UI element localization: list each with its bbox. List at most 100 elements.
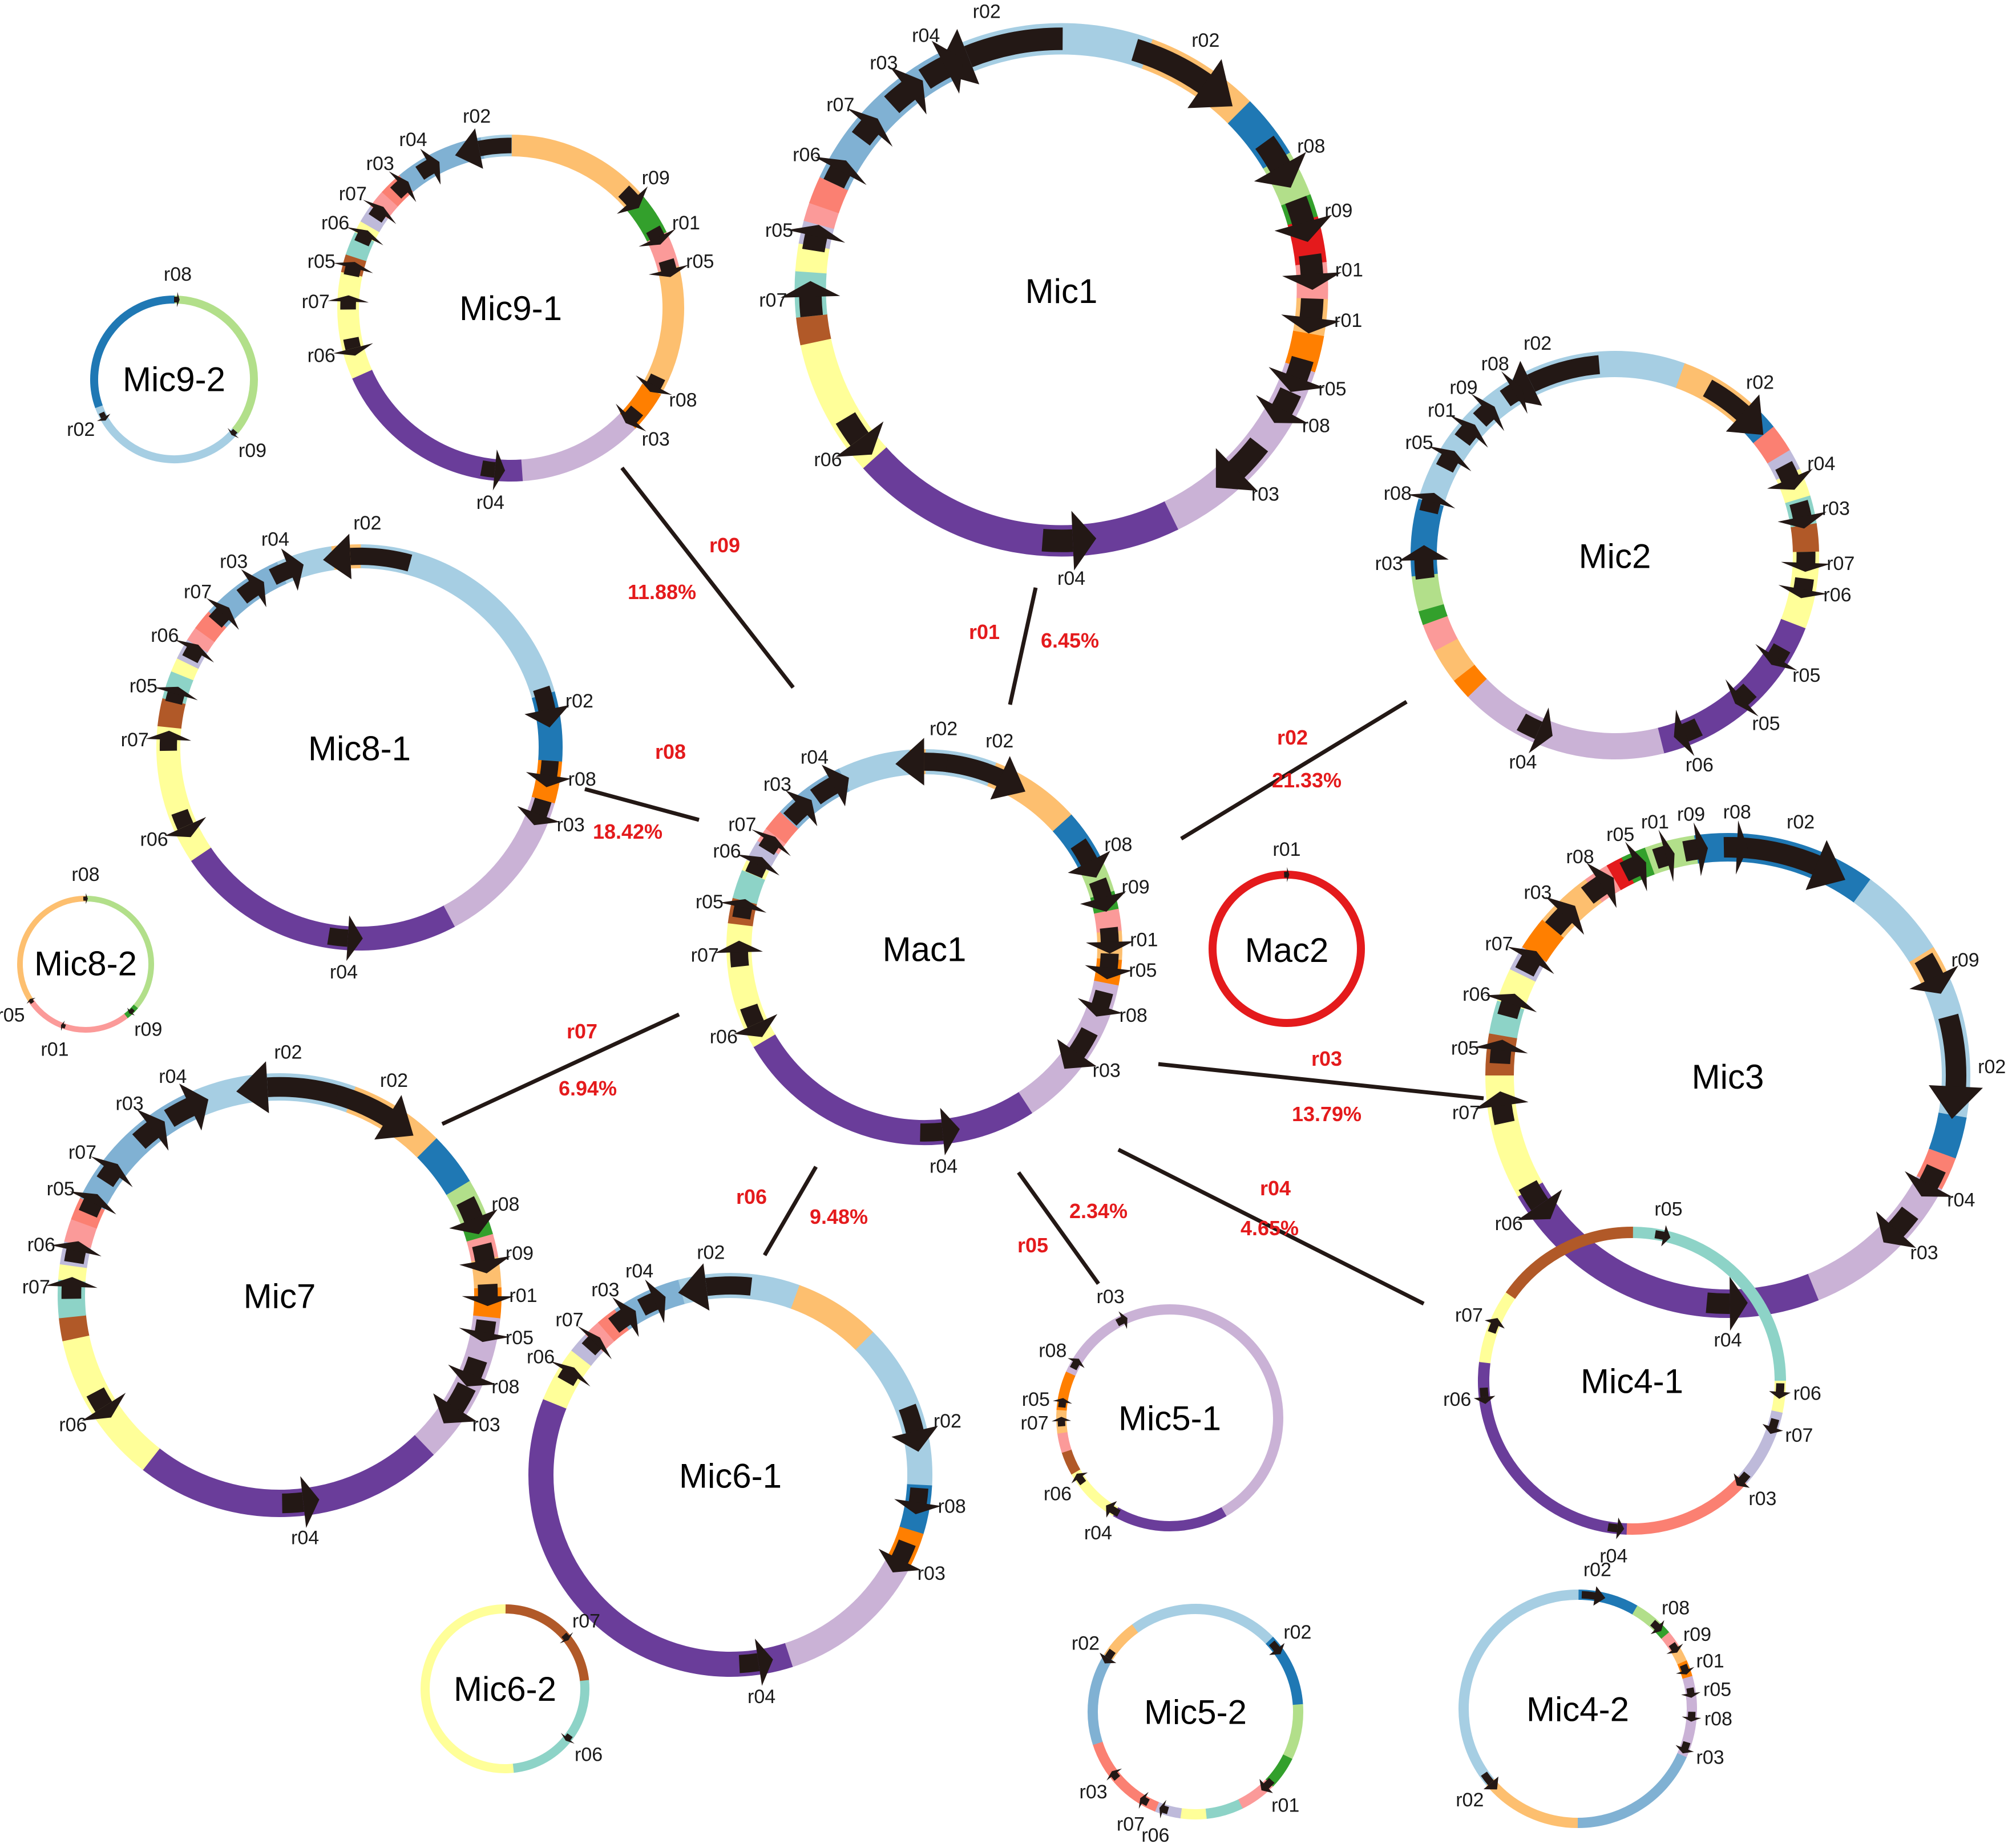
gene-arrow-body [236, 580, 260, 604]
gene-arrow [127, 1008, 135, 1016]
gene-label: r06 [151, 625, 179, 646]
gene-arrow-body [1768, 1418, 1780, 1430]
gene-arrow-head [1106, 1501, 1117, 1518]
gene-arrow [1259, 1778, 1275, 1793]
genome-title: Mic9-1 [459, 289, 562, 327]
gene-label: r03 [918, 1563, 946, 1584]
gene-arrow-head [787, 225, 846, 243]
gene-arrow [154, 686, 198, 705]
gene-arrow [282, 1476, 320, 1528]
gene-arrow [524, 685, 569, 727]
gene-arrow-head [785, 790, 818, 827]
gene-arrow-head [616, 403, 647, 432]
gene-arrow-head [26, 997, 36, 1004]
gene-arrow-head [227, 428, 239, 438]
gene-arrow [1080, 877, 1126, 912]
ring-segment [1522, 918, 1565, 963]
gene-arrow-head [333, 262, 373, 273]
gene-arrow-head [455, 128, 483, 169]
ring-segment [58, 1313, 90, 1341]
gene-arrow-head [1736, 820, 1748, 875]
gene-arrow-body [86, 1387, 112, 1412]
gene-arrow-body [1654, 1230, 1666, 1240]
gene-arrow [227, 428, 239, 438]
gene-arrow [1284, 867, 1290, 883]
gene-arrow [83, 893, 88, 904]
gene-arrow-body [1141, 1797, 1150, 1806]
gene-arrow-head [1507, 947, 1554, 974]
ring-segment [1485, 1074, 1543, 1197]
gene-label: r05 [130, 675, 157, 697]
gene-label: r06 [27, 1234, 55, 1256]
gene-label: r03 [1822, 498, 1850, 520]
gene-arrow-body [561, 1632, 569, 1640]
gene-arrow-body [540, 760, 559, 778]
gene-label: r09 [1677, 804, 1705, 826]
gene-arrow [334, 1085, 414, 1140]
genome-title: Mic5-1 [1118, 1400, 1221, 1438]
gene-arrow-head [1694, 822, 1708, 876]
gene-arrow-head [164, 816, 207, 838]
ring-segment [1154, 1802, 1182, 1819]
gene-arrow [1471, 394, 1505, 431]
edge-region-label: r08 [655, 740, 686, 763]
gene-arrow-body [1497, 999, 1521, 1020]
gene-arrow-head [86, 893, 88, 904]
gene-label: r05 [1703, 1679, 1731, 1701]
gene-arrow-body [1918, 1164, 1946, 1190]
ring-segment [187, 626, 216, 653]
gene-arrow [1581, 1586, 1606, 1606]
gene-arrow-head [835, 421, 884, 457]
gene-arrow-head [1269, 1643, 1285, 1655]
gene-arrow-body [1115, 1316, 1125, 1327]
ring-segment [337, 270, 373, 379]
gene-arrow-head [323, 533, 351, 580]
gene-arrow [734, 1003, 778, 1037]
genome-title: Mic2 [1579, 537, 1651, 575]
gene-arrow-head [1450, 415, 1488, 448]
ring-segment [1418, 602, 1448, 625]
edge-region-label: r09 [709, 533, 740, 557]
gene-arrow [561, 1733, 575, 1744]
gene-label: r09 [1122, 876, 1150, 898]
ring-segment [29, 998, 128, 1033]
gene-arrow-body [1489, 1048, 1512, 1065]
gene-arrow-body [1500, 383, 1521, 407]
gene-label: r01 [1334, 310, 1362, 331]
gene-label: r06 [1495, 1213, 1523, 1235]
gene-arrow-head [1593, 1586, 1606, 1606]
gene-label: r02 [1524, 333, 1552, 354]
gene-label: r04 [1599, 1545, 1627, 1567]
gene-arrow-body [658, 258, 677, 273]
ring-segment [17, 895, 86, 1003]
edge-arrow [1158, 1062, 1484, 1101]
gene-arrow-body [208, 607, 230, 628]
gene-label: r02 [697, 1242, 725, 1264]
gene-arrow-body [1414, 559, 1435, 580]
gene-arrow [1516, 707, 1553, 754]
gene-arrow-body [1100, 953, 1119, 970]
gene-arrow-head [931, 41, 964, 94]
gene-arrow-body [1686, 1687, 1695, 1695]
gene-arrow-head [639, 228, 676, 247]
gene-arrow-body [1527, 355, 1601, 392]
gene-label: r05 [0, 1004, 25, 1026]
gene-arrow [45, 1277, 98, 1299]
gene-label: r03 [1251, 483, 1279, 505]
gene-arrow [206, 598, 239, 630]
genome-mic9_1: r02r09r01r05r08r03r04r06r07r05r06r07r03r… [302, 106, 714, 513]
gene-arrow [780, 281, 841, 318]
gene-arrow-head [1256, 395, 1308, 424]
gene-arrow-body [884, 81, 916, 114]
gene-label: r09 [1324, 200, 1352, 222]
genome-mic1: r02r02r08r09r01r01r05r08r03r04r06r07r05r… [759, 1, 1363, 589]
gene-arrow-body [446, 1382, 476, 1414]
gene-label: r08 [1104, 834, 1132, 855]
gene-arrow [1268, 1640, 1285, 1655]
gene-arrow-head [526, 772, 571, 787]
gene-label: r01 [1272, 839, 1300, 860]
gene-arrow-head [1254, 152, 1306, 188]
